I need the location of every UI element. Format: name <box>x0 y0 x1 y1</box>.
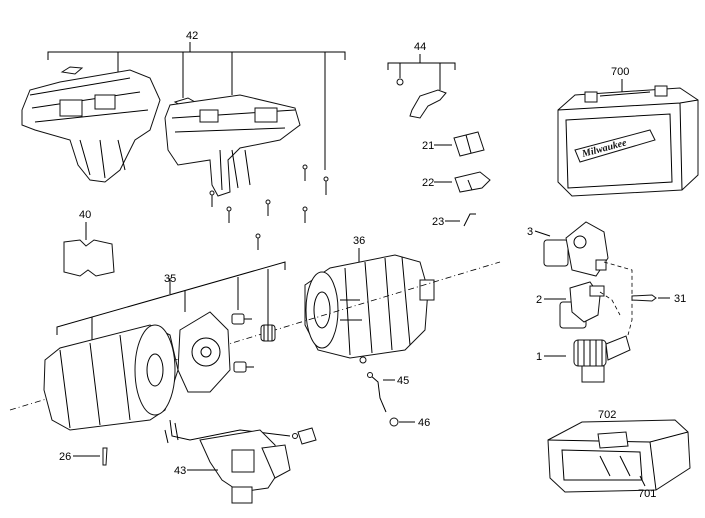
housing-half-right <box>164 94 301 197</box>
label-35: 35 <box>164 273 176 285</box>
part-21 <box>453 131 485 157</box>
motor-can <box>43 324 179 431</box>
right-angle-attachment-3 <box>543 221 609 277</box>
label-36: 36 <box>353 235 365 247</box>
pinion-gear <box>260 324 276 342</box>
motor-end-plate <box>177 311 231 393</box>
label-700: 700 <box>611 66 629 78</box>
label-26: 26 <box>59 451 71 463</box>
part-46 <box>389 417 399 427</box>
label-31: 31 <box>674 293 686 305</box>
bracket-42 <box>47 42 346 170</box>
bracket-35 <box>56 261 286 345</box>
attachment-dashed-paths <box>599 261 633 336</box>
label-46: 46 <box>418 417 430 429</box>
part-22 <box>454 171 491 193</box>
label-23: 23 <box>432 216 444 228</box>
part-23 <box>463 213 476 227</box>
belt-clip <box>396 78 447 119</box>
bit-31 <box>631 294 657 302</box>
label-2: 2 <box>536 294 542 306</box>
label-21: 21 <box>422 140 434 152</box>
label-3: 3 <box>527 226 533 238</box>
pad-40 <box>63 239 115 277</box>
carry-case-700: Milwaukee <box>557 85 699 197</box>
motor-screws <box>231 313 254 373</box>
label-44: 44 <box>414 41 426 53</box>
housing-screws <box>209 164 329 250</box>
switch-assembly-43 <box>164 419 317 504</box>
label-701: 701 <box>638 488 656 500</box>
bracket-44 <box>387 54 456 90</box>
label-43: 43 <box>174 465 186 477</box>
gearbox-36 <box>304 254 435 359</box>
label-702: 702 <box>598 409 616 421</box>
chuck-1 <box>573 335 631 383</box>
label-45: 45 <box>397 375 409 387</box>
storage-case-701 <box>547 419 691 493</box>
part-45 <box>359 356 387 413</box>
housing-half-left <box>21 66 161 183</box>
part-26 <box>102 447 108 466</box>
label-42: 42 <box>186 30 198 42</box>
offset-attachment-2 <box>559 281 605 329</box>
label-1: 1 <box>536 351 542 363</box>
label-40: 40 <box>79 209 91 221</box>
label-22: 22 <box>422 177 434 189</box>
